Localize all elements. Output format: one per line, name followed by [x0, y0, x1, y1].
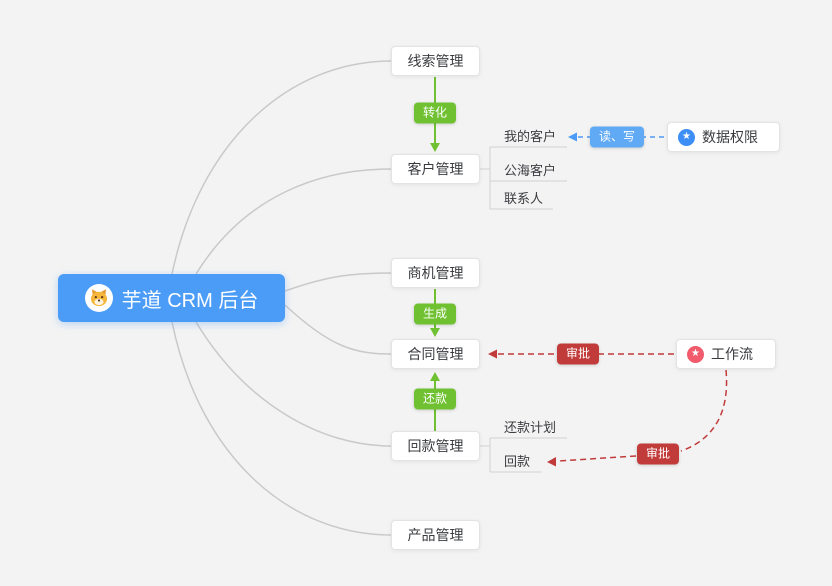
node-data-permission-label: 数据权限 [702, 129, 758, 145]
payment-children-lines [480, 437, 567, 473]
node-customers-label: 客户管理 [407, 161, 464, 177]
edge-label-convert: 转化 [413, 102, 457, 124]
subnode-public-customers[interactable]: 公海客户 [504, 162, 556, 180]
edge-label-approve-payment: 审批 [636, 443, 680, 465]
customer-children-lines [480, 146, 567, 210]
node-workflow[interactable]: ★ 工作流 [676, 339, 776, 369]
node-leads-label: 线索管理 [407, 53, 464, 69]
generate-arrowhead [430, 328, 440, 337]
approve-contract-arrowhead [488, 349, 497, 359]
edge-label-read-write-text: 读、写 [598, 129, 636, 144]
subnode-payment-plan[interactable]: 还款计划 [504, 419, 556, 437]
edge-label-approve-contract: 审批 [556, 343, 600, 365]
node-contracts[interactable]: 合同管理 [391, 339, 480, 369]
subnode-payment-plan-label: 还款计划 [504, 420, 557, 435]
branch-to-contracts [284, 304, 392, 355]
subnode-contacts[interactable]: 联系人 [504, 190, 543, 208]
root-node-crm-backend[interactable]: 芋道 CRM 后台 [58, 274, 285, 322]
node-payments-label: 回款管理 [407, 438, 464, 454]
node-workflow-label: 工作流 [711, 346, 753, 362]
node-leads[interactable]: 线索管理 [391, 46, 480, 76]
subnode-my-customers-label: 我的客户 [504, 129, 557, 144]
subnode-contacts-label: 联系人 [504, 191, 544, 206]
node-opportunities[interactable]: 商机管理 [391, 258, 480, 288]
node-products-label: 产品管理 [407, 527, 464, 543]
read-write-arrowhead [568, 132, 577, 142]
node-opportunities-label: 商机管理 [407, 265, 464, 281]
node-products[interactable]: 产品管理 [391, 520, 480, 550]
star-glyph: ★ [691, 348, 700, 359]
branch-to-customers [195, 168, 392, 275]
workflow-to-approve-payment-curve [680, 369, 728, 452]
subnode-public-customers-label: 公海客户 [504, 163, 557, 178]
convert-arrowhead [430, 143, 440, 152]
node-contracts-label: 合同管理 [407, 346, 464, 362]
edge-label-generate-text: 生成 [422, 306, 448, 321]
edge-label-repay-text: 还款 [422, 391, 448, 406]
edge-label-convert-text: 转化 [422, 105, 448, 120]
edge-label-approve-contract-text: 审批 [565, 346, 591, 361]
node-payments[interactable]: 回款管理 [391, 431, 480, 461]
node-customers[interactable]: 客户管理 [391, 154, 480, 184]
edge-label-approve-payment-text: 审批 [645, 446, 671, 461]
edge-label-read-write: 读、写 [589, 126, 645, 148]
edge-label-generate: 生成 [413, 303, 457, 325]
branch-to-payments [195, 321, 392, 447]
subnode-payment-label: 回款 [504, 454, 531, 469]
branch-to-products [171, 321, 392, 536]
workflow-flows [498, 353, 728, 462]
star-icon: ★ [687, 345, 704, 363]
subnode-payment[interactable]: 回款 [504, 453, 530, 471]
node-data-permission[interactable]: ★ 数据权限 [667, 122, 780, 152]
dog-face-icon [84, 284, 113, 312]
star-icon: ★ [678, 128, 695, 146]
branch-to-opportunities [284, 272, 392, 292]
approve-payment-arrowhead [547, 457, 556, 467]
approve-payment-line-left [557, 455, 637, 462]
root-node-label: 芋道 CRM 后台 [121, 289, 259, 312]
repay-arrowhead [430, 372, 440, 381]
edge-label-repay: 还款 [413, 388, 457, 410]
branch-to-leads [171, 60, 392, 275]
star-glyph: ★ [682, 131, 691, 142]
subnode-my-customers[interactable]: 我的客户 [504, 128, 556, 146]
branch-curves [171, 60, 392, 536]
green-flow-arrows [430, 77, 440, 431]
